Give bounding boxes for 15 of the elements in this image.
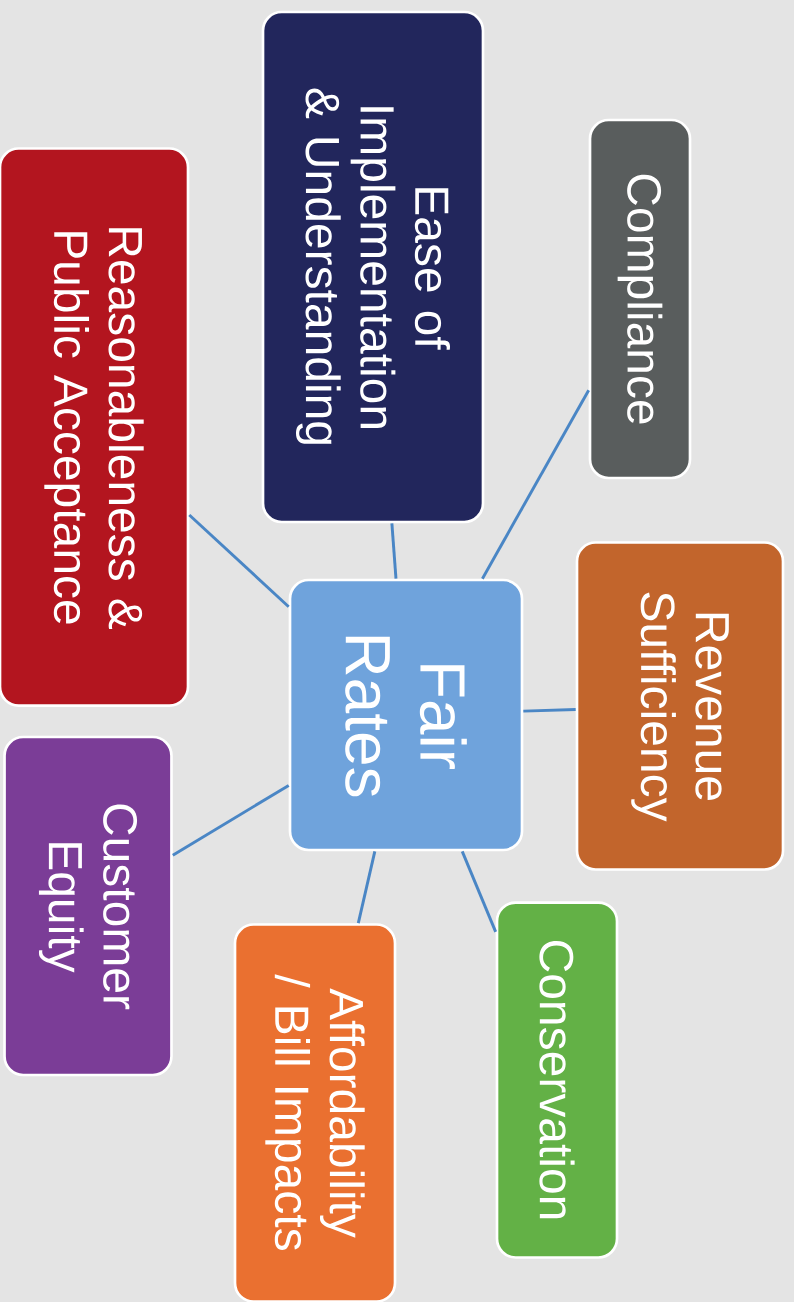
- connector-line: [460, 850, 498, 933]
- connector-line: [523, 707, 576, 713]
- connector-line: [390, 523, 398, 579]
- connector-line: [481, 389, 590, 580]
- connector-line: [356, 851, 377, 924]
- topic-box: Ease of Implementation & Understanding: [261, 10, 485, 524]
- connector-line: [172, 784, 290, 857]
- topic-box: Compliance: [588, 118, 692, 480]
- topic-box: Affordability / Bill Impacts: [233, 923, 397, 1302]
- topic-box: Reasonableness & Public Acceptance: [0, 147, 190, 707]
- connector-line: [188, 513, 290, 608]
- topic-box: Customer Equity: [3, 735, 173, 1077]
- topic-box: Fair Rates: [288, 578, 524, 852]
- topic-box: Revenue Sufficiency: [575, 541, 785, 871]
- topic-box: Conservation: [495, 901, 619, 1259]
